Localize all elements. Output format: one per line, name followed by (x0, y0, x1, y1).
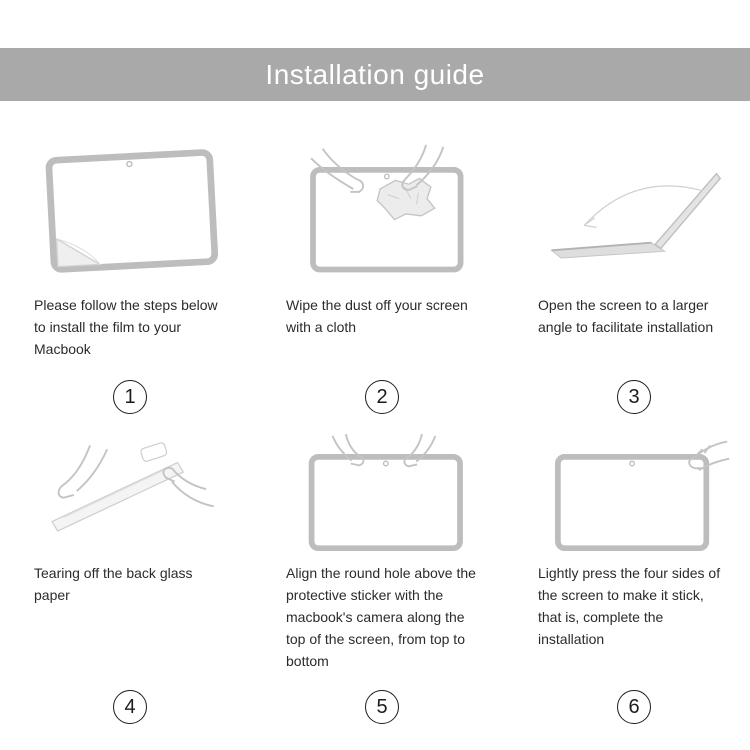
step-number-badge: 3 (617, 380, 651, 414)
step-caption: Align the round hole above the protectiv… (286, 565, 476, 669)
step-caption: Open the screen to a larger angle to fac… (538, 297, 714, 335)
wipe-cloth-icon (286, 138, 478, 286)
press-four-sides-icon (538, 432, 730, 554)
step-caption: Lightly press the four sides of the scre… (538, 565, 721, 647)
title-banner: Installation guide (0, 48, 750, 101)
step-caption: Wipe the dust off your screen with a clo… (286, 297, 468, 335)
open-laptop-icon (538, 138, 730, 286)
step-number-wrap: 6 (538, 690, 730, 724)
align-camera-hole-icon (286, 432, 478, 554)
step-1: Please follow the steps below to install… (0, 138, 252, 414)
page-title: Installation guide (265, 58, 485, 90)
step-4: Tearing off the back glass paper 4 (0, 414, 252, 724)
step-number-badge: 5 (365, 690, 399, 724)
step-caption: Tearing off the back glass paper (34, 565, 193, 603)
step-6: Lightly press the four sides of the scre… (504, 414, 750, 724)
step-2: Wipe the dust off your screen with a clo… (252, 138, 504, 414)
step-3: Open the screen to a larger angle to fac… (504, 138, 750, 414)
step-number-badge: 6 (617, 690, 651, 724)
step-caption: Please follow the steps below to install… (34, 297, 218, 357)
step-number-badge: 1 (113, 380, 147, 414)
step-number-badge: 4 (113, 690, 147, 724)
step-number-badge: 2 (365, 380, 399, 414)
step-number-wrap: 5 (286, 690, 478, 724)
step-5: Align the round hole above the protectiv… (252, 414, 504, 724)
step-number-wrap: 2 (286, 380, 478, 414)
step-number-wrap: 3 (538, 380, 730, 414)
tear-back-paper-icon (34, 432, 226, 554)
steps-grid: Please follow the steps below to install… (0, 138, 750, 724)
step-number-wrap: 4 (34, 690, 226, 724)
step-number-wrap: 1 (34, 380, 226, 414)
tablet-peeling-film-icon (34, 138, 226, 286)
